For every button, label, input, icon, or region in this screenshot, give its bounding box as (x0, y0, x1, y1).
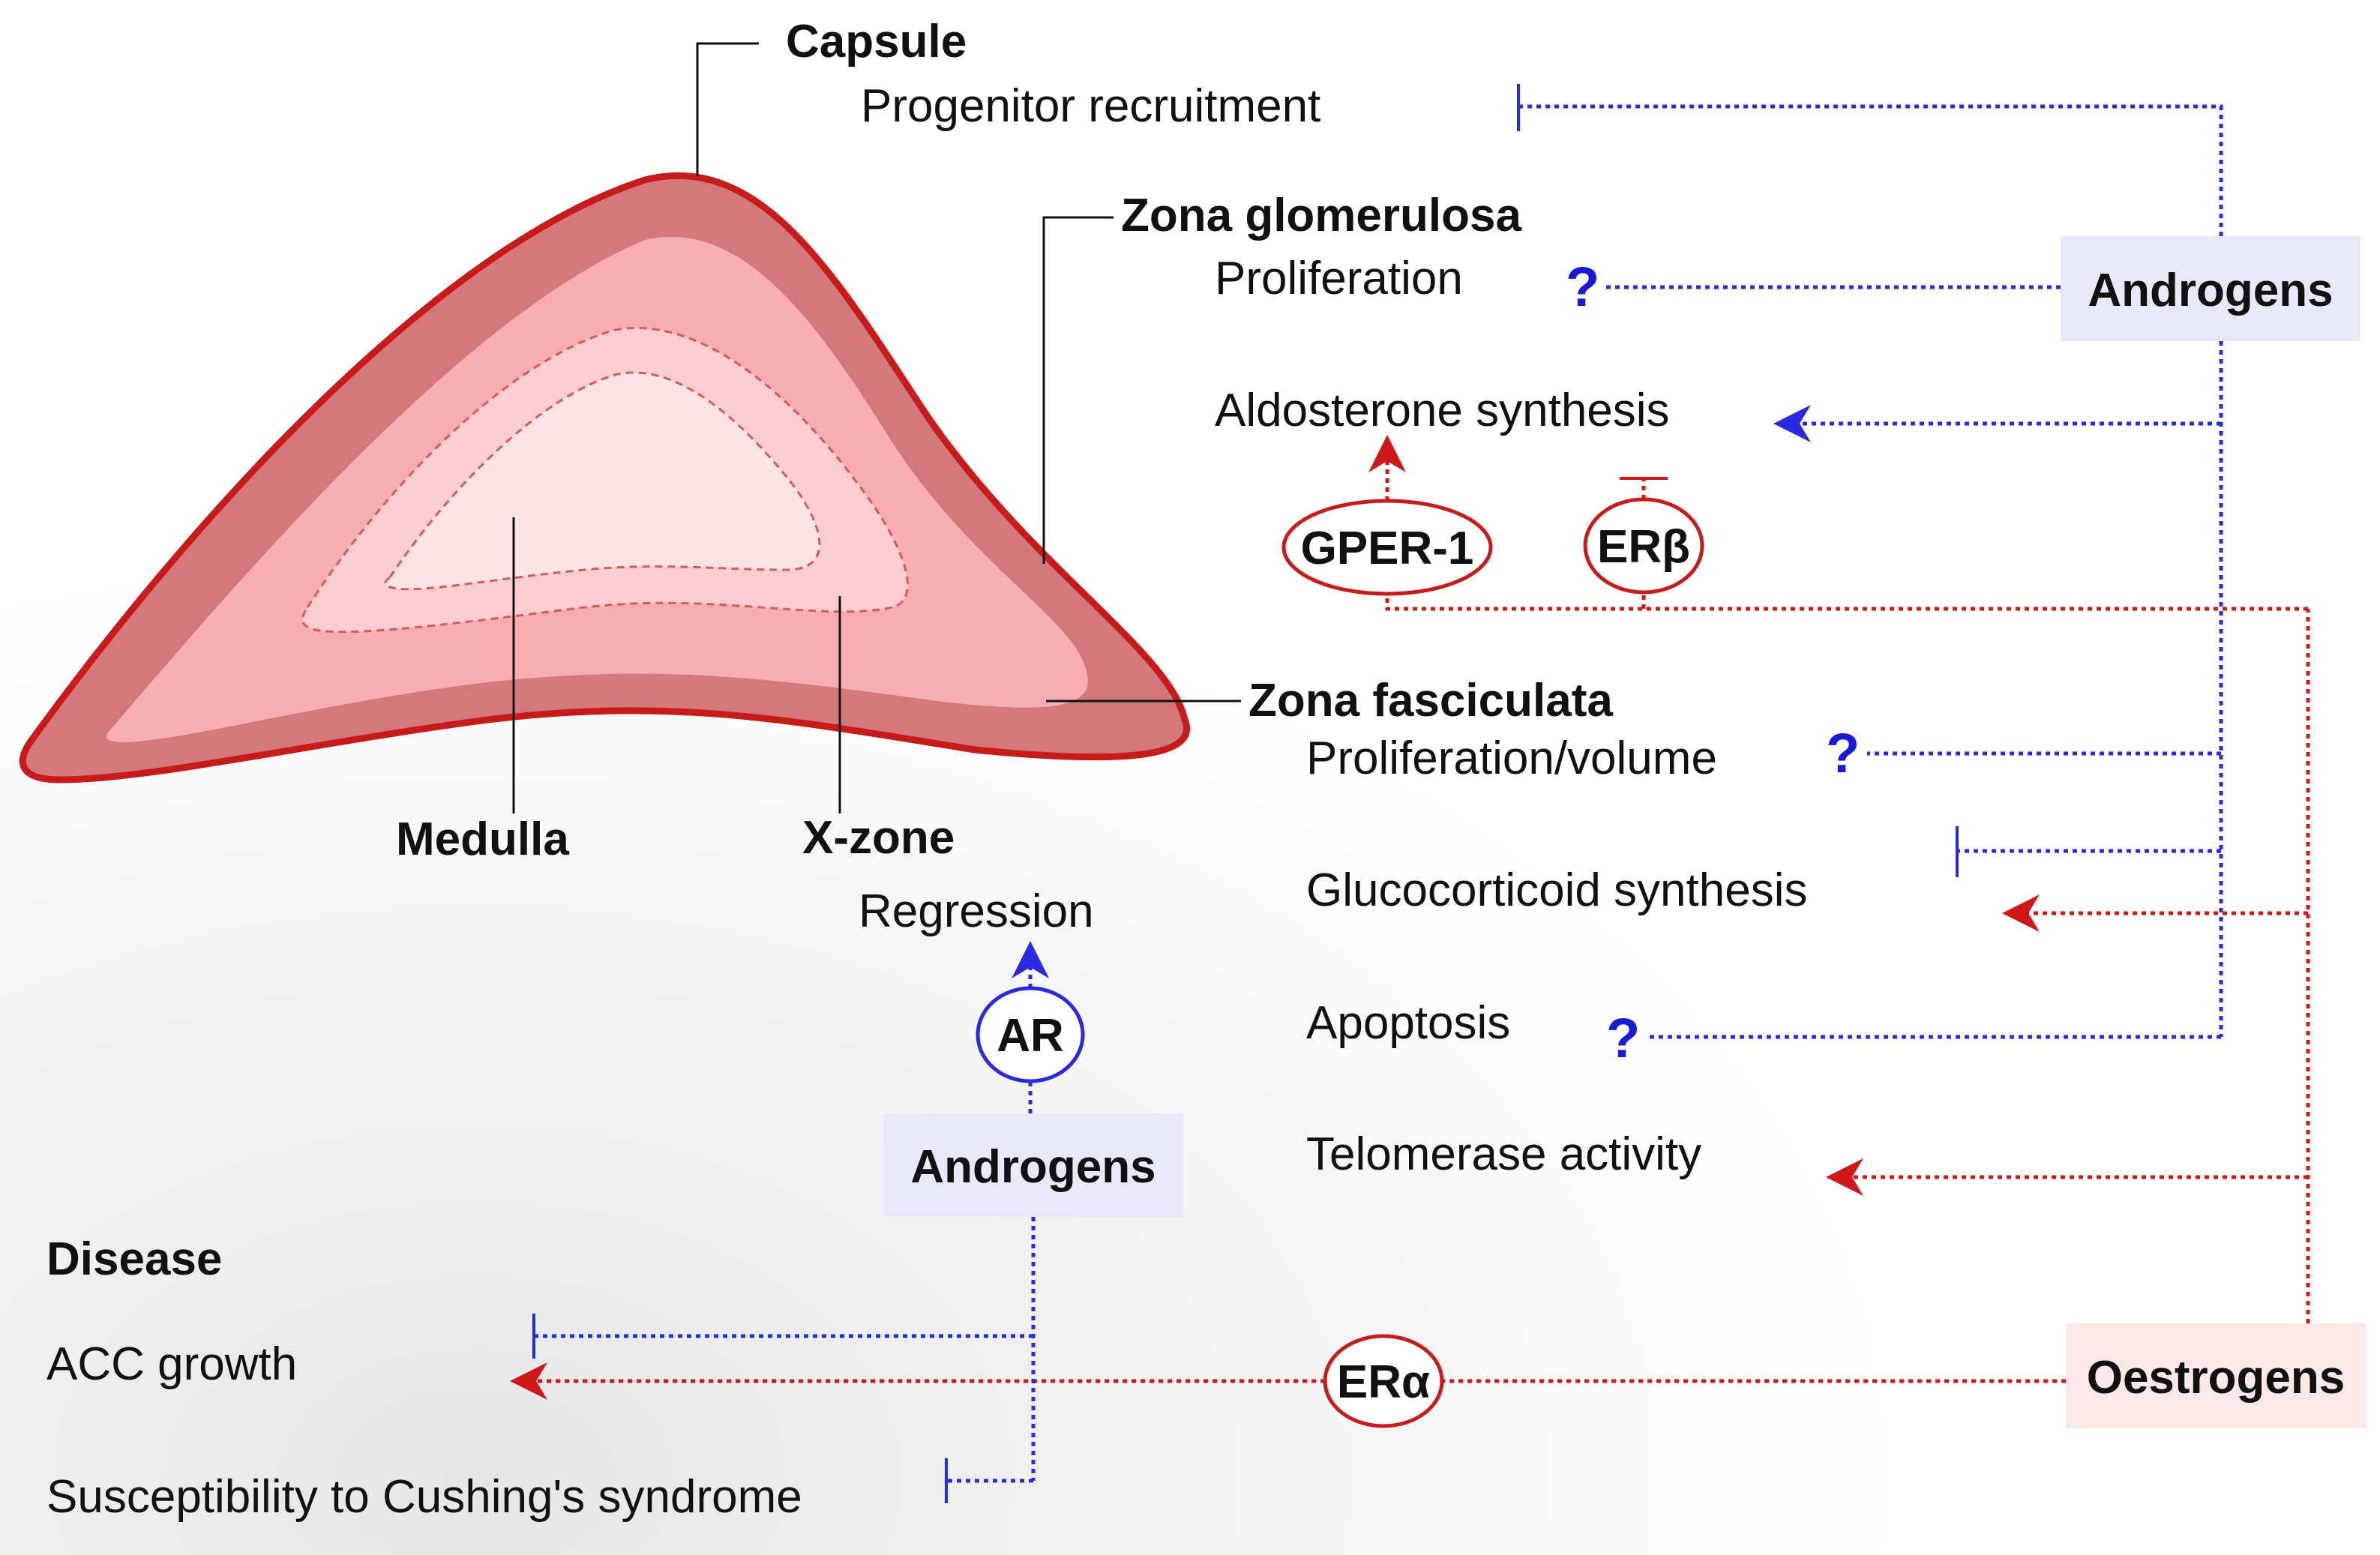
unknown-mark-zf-proliferation: ? (1826, 722, 1860, 784)
androgen-to-progenitor-line (1518, 104, 2223, 236)
regression-label: Regression (859, 885, 1094, 937)
era-label: ERα (1337, 1356, 1430, 1408)
receptor-ar: AR (976, 986, 1085, 1083)
capsule-leader (696, 42, 759, 176)
ar-label: AR (997, 1010, 1064, 1062)
oestrogens-box (2066, 1323, 2366, 1428)
xzone-label: X-zone (802, 812, 955, 864)
oestrogens-label: Oestrogens (2087, 1352, 2346, 1404)
aldosterone-synthesis-label: Aldosterone synthesis (1215, 385, 1670, 436)
cushing-susceptibility-label: Susceptibility to Cushing's syndrome (46, 1471, 802, 1523)
unknown-marks: ? ? ? (1566, 256, 1860, 1069)
gper1-label: GPER-1 (1301, 523, 1474, 574)
oestrogen-to-gper1-line (1385, 594, 2308, 611)
progenitor-recruitment-label: Progenitor recruitment (861, 80, 1320, 132)
glucocorticoid-synthesis-label: Glucocorticoid synthesis (1306, 864, 1808, 916)
leader-lines (512, 42, 1241, 813)
androgens-bottom-label: Androgens (910, 1141, 1156, 1193)
androgen-pathways-top (1517, 84, 2223, 1039)
hormone-androgens-top: Androgens (2061, 236, 2361, 341)
androgen-pathways-bottom (532, 941, 1049, 1503)
hormone-oestrogens: Oestrogens (2066, 1323, 2366, 1428)
zona-fasciculata-label: Zona fasciculata (1248, 675, 1613, 727)
acc-growth-label: ACC growth (46, 1338, 297, 1390)
disease-heading: Disease (46, 1233, 222, 1285)
androgens-top-label: Androgens (2088, 265, 2333, 316)
labels: Capsule Progenitor recruitment Zona glom… (46, 16, 1808, 1523)
medulla-label: Medulla (396, 813, 569, 865)
receptor-erb: ERβ (1583, 497, 1704, 595)
hormone-androgens-bottom: Androgens (883, 1113, 1183, 1217)
receptor-gper1: GPER-1 (1281, 499, 1493, 596)
oestrogen-pathways (510, 435, 2310, 1400)
medulla-layer (384, 371, 821, 591)
zona-glomerulosa-leader (1042, 216, 1114, 564)
adrenal-gland (19, 172, 1190, 783)
unknown-mark-zg-proliferation: ? (1566, 256, 1599, 318)
zf-proliferation-label: Proliferation/volume (1306, 733, 1717, 784)
androgens-top-box (2061, 236, 2361, 341)
apoptosis-label: Apoptosis (1306, 997, 1510, 1049)
zona-glomerulosa-label: Zona glomerulosa (1121, 190, 1521, 241)
capsule-label: Capsule (786, 16, 967, 67)
zg-proliferation-label: Proliferation (1215, 253, 1463, 304)
receptor-era: ERα (1323, 1334, 1444, 1428)
unknown-mark-apoptosis: ? (1606, 1007, 1640, 1069)
telomerase-activity-label: Telomerase activity (1306, 1128, 1701, 1180)
erb-label: ERβ (1597, 521, 1690, 573)
androgens-bottom-box (883, 1113, 1183, 1217)
